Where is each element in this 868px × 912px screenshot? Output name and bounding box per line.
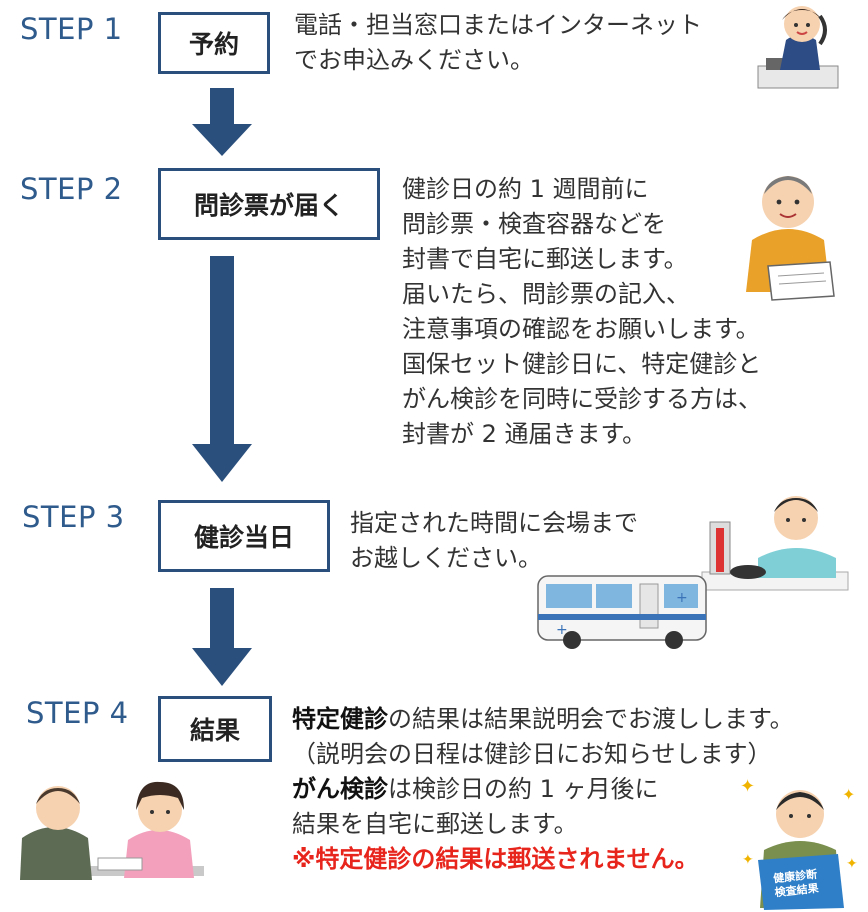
step-3-line-1: 指定された時間に会場まで (350, 509, 638, 537)
step-1-line-1: 電話・担当窓口またはインターネット (294, 11, 702, 39)
man-with-result-book-illustration: ✦ ✦ ✦ ✦ (740, 776, 858, 910)
step-2-line-2: 問診票・検査容器などを (402, 210, 666, 238)
step-4-line-2: （説明会の日程は健診日にお知らせします） (292, 740, 772, 768)
step-2-label: STEP 2 (20, 172, 123, 206)
step-3-label: STEP 3 (22, 500, 125, 534)
down-arrow-2 (192, 256, 252, 482)
svg-text:✦: ✦ (846, 856, 858, 872)
step-2-line-1: 健診日の約 1 週間前に (402, 175, 649, 203)
step-4-line-3: がん検診は検診日の約 1 ヶ月後に (292, 772, 794, 807)
step-4-line-1: 特定健診の結果は結果説明会でお渡しします。 (292, 702, 794, 737)
step-4-bold-term-2: がん検診 (292, 775, 388, 803)
step-3-box: 健診当日 (158, 500, 330, 572)
step-2-line-4: 届いたら、問診票の記入、 (402, 280, 690, 308)
step-4-box: 結果 (158, 696, 272, 762)
step-2-line-6: 国保セット健診日に、特定健診と (402, 350, 762, 378)
svg-text:✦: ✦ (740, 776, 755, 797)
step-2-line-3: 封書で自宅に郵送します。 (402, 245, 688, 273)
svg-text:✦: ✦ (842, 785, 855, 804)
step-1-label: STEP 1 (20, 12, 123, 46)
step-4-description: 特定健診の結果は結果説明会でお渡しします。 （説明会の日程は健診日にお知らせしま… (292, 702, 794, 877)
step-4-line-1-rest: の結果は結果説明会でお渡しします。 (388, 705, 794, 733)
step-2-line-8: 封書が 2 通届きます。 (402, 420, 647, 448)
step-4-label: STEP 4 (26, 696, 129, 730)
step-2-description: 健診日の約 1 週間前に 問診票・検査容器などを 封書で自宅に郵送します。 届い… (402, 172, 762, 452)
consultation-illustration (20, 781, 204, 880)
step-3-line-2: お越しください。 (350, 544, 542, 572)
step-4-warning-note: ※特定健診の結果は郵送されません。 (292, 845, 699, 873)
svg-text:✦: ✦ (742, 852, 754, 868)
step-1-line-2: でお申込みください。 (294, 46, 534, 74)
step-2-line-7: がん検診を同時に受診する方は、 (402, 385, 762, 413)
step-1-description: 電話・担当窓口またはインターネット でお申込みください。 (294, 8, 702, 78)
step-3-description: 指定された時間に会場まで お越しください。 (350, 506, 638, 576)
step-2-box: 問診票が届く (158, 168, 380, 240)
step-4-bold-term-1: 特定健診 (292, 705, 388, 733)
step-4-line-4: 結果を自宅に郵送します。 (292, 810, 578, 838)
step-4-line-3-rest: は検診日の約 1 ヶ月後に (388, 775, 659, 803)
svg-text:+: + (676, 590, 688, 606)
step-2-line-5: 注意事項の確認をお願いします。 (402, 315, 760, 343)
receptionist-phone-illustration (757, 6, 839, 89)
step-1-box: 予約 (158, 12, 270, 74)
result-book-title: 健康診断 検査結果 (773, 868, 820, 900)
down-arrow-1 (192, 88, 252, 156)
down-arrow-3 (192, 588, 252, 686)
svg-text:+: + (556, 622, 568, 638)
man-reading-letter-illustration (746, 176, 835, 301)
blood-pressure-and-bus-illustration: + + (537, 496, 849, 649)
